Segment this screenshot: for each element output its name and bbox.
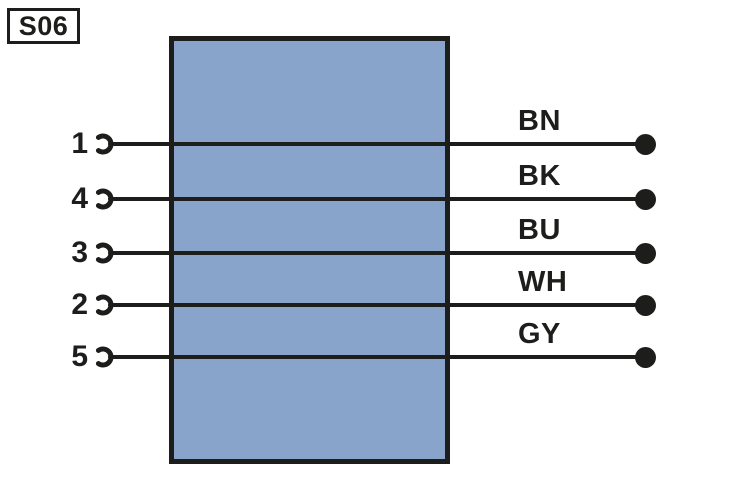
wire-color-code: GY (518, 318, 561, 350)
wire-end-dot-icon (634, 294, 656, 316)
wire-color-code: WH (518, 266, 568, 298)
pin-number: 3 (71, 236, 88, 269)
wire-end-dot-icon (634, 346, 656, 368)
pin-number: 1 (71, 127, 88, 160)
connector-body (169, 36, 450, 464)
pin-number: 2 (71, 288, 88, 321)
wire-end-dot-icon (634, 188, 656, 210)
connector-id: S06 (18, 10, 69, 41)
wire-color-code: BN (518, 105, 561, 137)
pin-number: 5 (71, 340, 88, 373)
wire-end-dot-icon (634, 133, 656, 155)
wire-color-code: BK (518, 160, 561, 192)
connector-label-box: S06 (7, 8, 80, 44)
wire-line (108, 142, 645, 146)
pin-number: 4 (71, 182, 88, 215)
wire-line (108, 251, 645, 255)
wire-line (108, 355, 645, 359)
wire-color-code: BU (518, 214, 561, 246)
wire-line (108, 303, 645, 307)
wire-end-dot-icon (634, 242, 656, 264)
wire-line (108, 197, 645, 201)
